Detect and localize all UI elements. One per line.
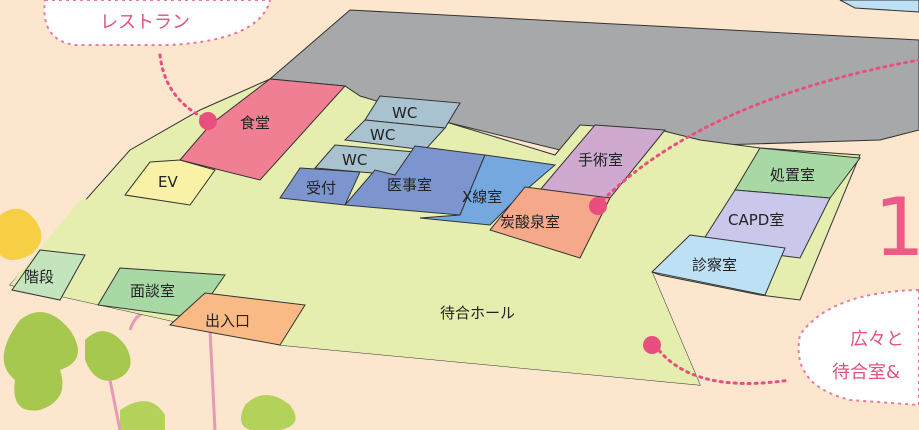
corner-decoration <box>839 0 919 13</box>
room-label-medical-office: 医事室 <box>387 176 432 194</box>
room-label-wc-1: WC <box>392 104 417 122</box>
room-label-entrance: 出入口 <box>205 312 250 330</box>
clover-decoration <box>0 208 296 430</box>
marker-waiting-hall <box>643 336 661 354</box>
room-label-wc-2: WC <box>370 126 395 144</box>
callout-waiting-line1: 広々と <box>850 329 904 350</box>
room-label-reception: 受付 <box>306 179 336 197</box>
callout-waiting: 広々と 待合室& <box>797 288 919 407</box>
room-label-capd: CAPD室 <box>728 211 784 229</box>
room-label-interview: 面談室 <box>130 282 175 300</box>
room-label-stairs: 階段 <box>24 268 54 286</box>
callout-waiting-line2: 待合室& <box>832 362 900 383</box>
marker-dining <box>199 112 217 130</box>
callout-restaurant-text: レストラン <box>100 12 190 33</box>
room-label-xray: X線室 <box>462 188 502 206</box>
room-label-dining: 食堂 <box>240 114 270 132</box>
room-exam[interactable] <box>650 234 786 296</box>
room-label-ev: EV <box>158 173 178 191</box>
room-dining[interactable] <box>179 78 347 181</box>
marker-carbonated-bath <box>589 197 607 215</box>
callout-connector-dining <box>158 53 210 122</box>
room-xray[interactable] <box>419 154 557 226</box>
room-label-carbonated-bath: 炭酸泉室 <box>500 213 560 231</box>
room-stairs[interactable] <box>11 249 86 301</box>
room-label-exam: 診察室 <box>692 256 737 274</box>
callout-connector-waiting <box>653 343 792 385</box>
big-number: 1 <box>874 181 919 274</box>
room-ev[interactable] <box>124 159 216 206</box>
floor-main <box>10 180 700 385</box>
room-entrance[interactable] <box>168 292 306 346</box>
room-label-waiting-hall: 待合ホール <box>440 304 515 322</box>
room-label-wc-3: WC <box>342 151 367 169</box>
room-label-surgery: 手術室 <box>578 151 623 169</box>
room-carbonated-bath[interactable] <box>489 186 611 259</box>
callout-restaurant: レストラン <box>43 0 272 46</box>
room-label-treatment: 処置室 <box>770 166 815 184</box>
callout-connector-carbonated <box>596 58 919 207</box>
